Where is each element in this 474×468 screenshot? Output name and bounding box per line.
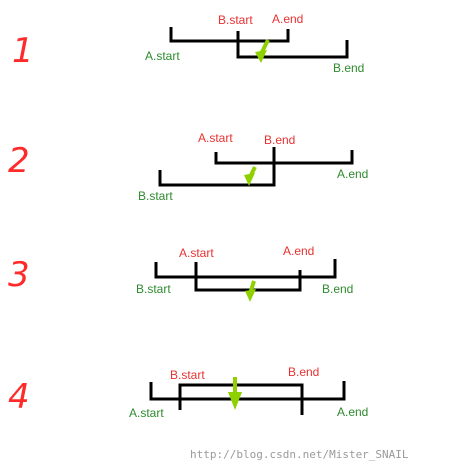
interval-a: [169, 27, 290, 43]
case-number: 4: [8, 377, 30, 417]
label-a-end: A.end: [337, 167, 368, 181]
watermark-text: http://blog.csdn.net/Mister_SNAIL: [190, 448, 409, 461]
label-a-start: A.start: [179, 246, 214, 260]
label-b-end: B.end: [264, 133, 295, 147]
label-b-end: B.end: [322, 282, 353, 296]
label-b-start: B.start: [218, 13, 253, 27]
label-a-end: A.end: [337, 405, 368, 419]
label-b-end: B.end: [288, 365, 319, 379]
case-number: 1: [12, 31, 34, 71]
overlap-arrow: [255, 39, 270, 63]
label-b-end: B.end: [333, 61, 364, 75]
interval-a: [149, 381, 346, 401]
case-1: 1 B.start A.end A.start B.end: [12, 12, 364, 75]
label-a-start: A.start: [198, 131, 233, 145]
label-a-end: A.end: [272, 12, 303, 26]
case-4: 4 B.start B.end A.start A.end: [8, 365, 368, 420]
label-b-start: B.start: [170, 368, 205, 382]
label-b-start: B.start: [138, 189, 173, 203]
overlap-arrow: [245, 280, 256, 302]
label-b-start: B.start: [136, 282, 171, 296]
case-number: 2: [8, 141, 30, 181]
label-a-start: A.start: [129, 406, 164, 420]
overlap-arrow: [244, 166, 257, 186]
interval-b: [154, 259, 337, 279]
label-a-end: A.end: [283, 244, 314, 258]
interval-a: [214, 150, 354, 165]
overlap-arrow: [228, 377, 242, 410]
case-2: 2 A.start B.end A.end B.start: [8, 131, 368, 203]
interval-b: [158, 147, 276, 187]
interval-b: [236, 31, 349, 59]
label-a-start: A.start: [145, 49, 180, 63]
case-3: 3 A.start A.end B.start B.end: [8, 244, 353, 302]
case-number: 3: [8, 255, 30, 295]
